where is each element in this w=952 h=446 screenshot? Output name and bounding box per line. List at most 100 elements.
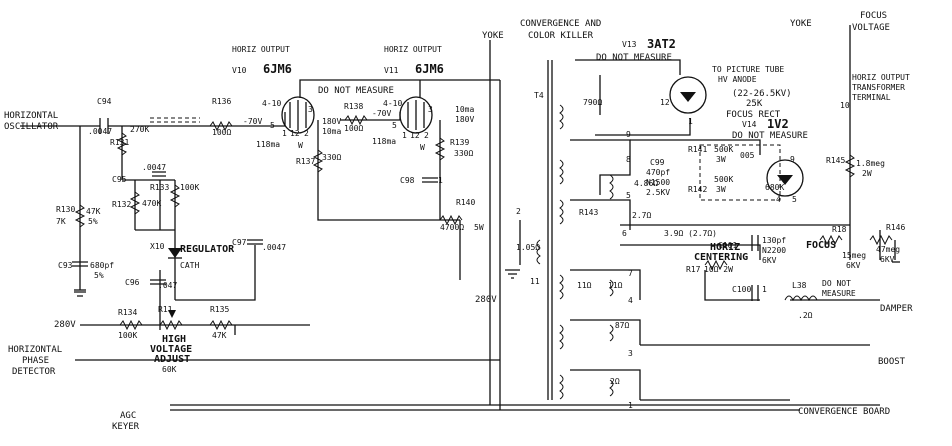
focus-voltage-2: VOLTAGE bbox=[852, 23, 890, 33]
v10-cathode-ma: 118ma bbox=[256, 140, 280, 149]
r142-label: R142 bbox=[688, 185, 707, 194]
hv-adjust-2: VOLTAGE bbox=[150, 344, 192, 355]
c95-value: .0047 bbox=[142, 163, 166, 172]
r145-value-1: 1.8meg bbox=[856, 159, 885, 168]
v10-title: HORIZ OUTPUT bbox=[232, 45, 290, 54]
c98-label: C98 bbox=[400, 176, 415, 185]
c96-label: C96 bbox=[125, 278, 140, 287]
hot-terminal-2: TRANSFORMER bbox=[852, 83, 905, 92]
hot-terminal-3: TERMINAL bbox=[852, 93, 891, 102]
r130-label: R130 bbox=[56, 205, 75, 214]
r134-label: R134 bbox=[118, 308, 137, 317]
r133-value: 100K bbox=[180, 183, 199, 192]
yoke-right-label: YOKE bbox=[790, 19, 812, 29]
terminal-8: 8 bbox=[626, 155, 631, 164]
r134-value: 100K bbox=[118, 331, 137, 340]
r132-value: 470K bbox=[142, 199, 161, 208]
r140-value: 4700Ω bbox=[440, 223, 464, 232]
c95-label: C95 bbox=[112, 175, 127, 184]
c97-label: C97 bbox=[232, 238, 247, 247]
c100-label: C100 bbox=[732, 285, 751, 294]
v14-pin9: 9 bbox=[790, 155, 795, 164]
c99-value-1: 470pf bbox=[646, 168, 670, 177]
winding-2: 2Ω bbox=[610, 377, 620, 386]
v11-pin5: 5 bbox=[392, 121, 397, 130]
yoke-left-label: YOKE bbox=[482, 31, 504, 41]
conv-color-label-2: COLOR KILLER bbox=[528, 31, 594, 41]
wires bbox=[20, 25, 881, 411]
v10-plate-ma: 10ma bbox=[322, 127, 341, 136]
cath-label: CATH bbox=[180, 261, 199, 270]
v13-pin1: 1 bbox=[688, 117, 693, 126]
r18-value-2: 6KV bbox=[846, 261, 861, 270]
regulator-label: REGULATOR bbox=[180, 244, 235, 255]
r11-label: R11 bbox=[158, 305, 173, 314]
v10-pin12: 12 bbox=[290, 129, 300, 138]
horiz-osc-label-2: OSCILLATOR bbox=[4, 122, 59, 132]
v10-id: V10 bbox=[232, 66, 247, 75]
r137-label: R137 bbox=[296, 157, 315, 166]
focus-rect-label: FOCUS RECT bbox=[726, 110, 781, 120]
focus-voltage-1: FOCUS bbox=[860, 11, 887, 21]
r18-label: R18 bbox=[832, 225, 847, 234]
v11-pin2: 2 bbox=[424, 131, 429, 140]
v10-pins: 4-10 bbox=[262, 99, 281, 108]
horiz-centering-2: CENTERING bbox=[694, 252, 748, 263]
v10-pin2: 2 bbox=[304, 129, 309, 138]
winding-3-9: 3.9Ω (2.7Ω) bbox=[664, 229, 717, 238]
c100-value: 1 bbox=[762, 285, 767, 294]
convergence-board-label: CONVERGENCE BOARD bbox=[798, 407, 890, 417]
winding-11-a: 11Ω bbox=[577, 281, 592, 290]
agc-label-1: AGC bbox=[120, 411, 136, 421]
hv-adjust-3: ADJUST bbox=[154, 354, 190, 365]
r139-value: 330Ω bbox=[454, 149, 473, 158]
horiz-centering-1: HORIZ bbox=[710, 242, 740, 253]
hot-terminal-1: HORIZ OUTPUT bbox=[852, 73, 910, 82]
dnm-label-3: DO NOT MEASURE bbox=[732, 131, 808, 141]
terminal-10: 10 bbox=[840, 101, 850, 110]
v10-pin3: 3 bbox=[308, 105, 313, 114]
v13-id: V13 bbox=[622, 40, 637, 49]
v11-grid-v: -70V bbox=[372, 109, 391, 118]
c97-value: .0047 bbox=[262, 243, 286, 252]
r132-label: R132 bbox=[112, 200, 131, 209]
dnm-label-4b: MEASURE bbox=[822, 289, 856, 298]
c101-value-1: 130pf bbox=[762, 236, 786, 245]
r130-value: 47K bbox=[86, 207, 101, 216]
v11-pin1: 1 bbox=[402, 131, 407, 140]
r130-tolerance: 5% bbox=[88, 217, 98, 226]
r142-value-1: 500K bbox=[714, 175, 733, 184]
v10-plate-v: 180V bbox=[322, 117, 341, 126]
v14-pin5: 5 bbox=[792, 195, 797, 204]
c101-value-2: N2200 bbox=[762, 246, 786, 255]
to-picture-tube-1: TO PICTURE TUBE bbox=[712, 65, 784, 74]
d005-label: 005 bbox=[740, 151, 755, 160]
terminal-11: 11 bbox=[530, 277, 540, 286]
to-picture-tube-2: HV ANODE bbox=[718, 75, 757, 84]
v13-type: 3AT2 bbox=[647, 37, 676, 51]
terminal-2: 2 bbox=[516, 207, 521, 216]
v13-pin12: 12 bbox=[660, 98, 670, 107]
r141-value-2: 3W bbox=[716, 155, 726, 164]
r137-value: 330Ω bbox=[322, 153, 341, 162]
agc-label-2: KEYER bbox=[112, 422, 140, 432]
damper-label: DAMPER bbox=[880, 304, 913, 314]
r18-value-1: 15meg bbox=[842, 251, 866, 260]
r146-value-2: 6KV bbox=[880, 255, 895, 264]
r17-label: R17 bbox=[686, 265, 701, 274]
horiz-phase-label-2: PHASE bbox=[22, 356, 49, 366]
terminal-4: 4 bbox=[628, 296, 633, 305]
v11-id: V11 bbox=[384, 66, 399, 75]
boost-label: BOOST bbox=[878, 357, 906, 367]
terminal-7: 7 bbox=[628, 269, 633, 278]
v11-plate-ma: 10ma bbox=[455, 105, 474, 114]
v10-heater-w: W bbox=[298, 141, 303, 150]
l38-value: .2Ω bbox=[798, 311, 813, 320]
r141-label: R141 bbox=[688, 145, 707, 154]
hv-adjust-1: HIGH bbox=[162, 334, 186, 345]
r139-label: R139 bbox=[450, 138, 469, 147]
winding-2-7: 2.7Ω bbox=[632, 211, 651, 220]
r145-label: R145 bbox=[826, 156, 845, 165]
v10-pin1: 1 bbox=[282, 129, 287, 138]
